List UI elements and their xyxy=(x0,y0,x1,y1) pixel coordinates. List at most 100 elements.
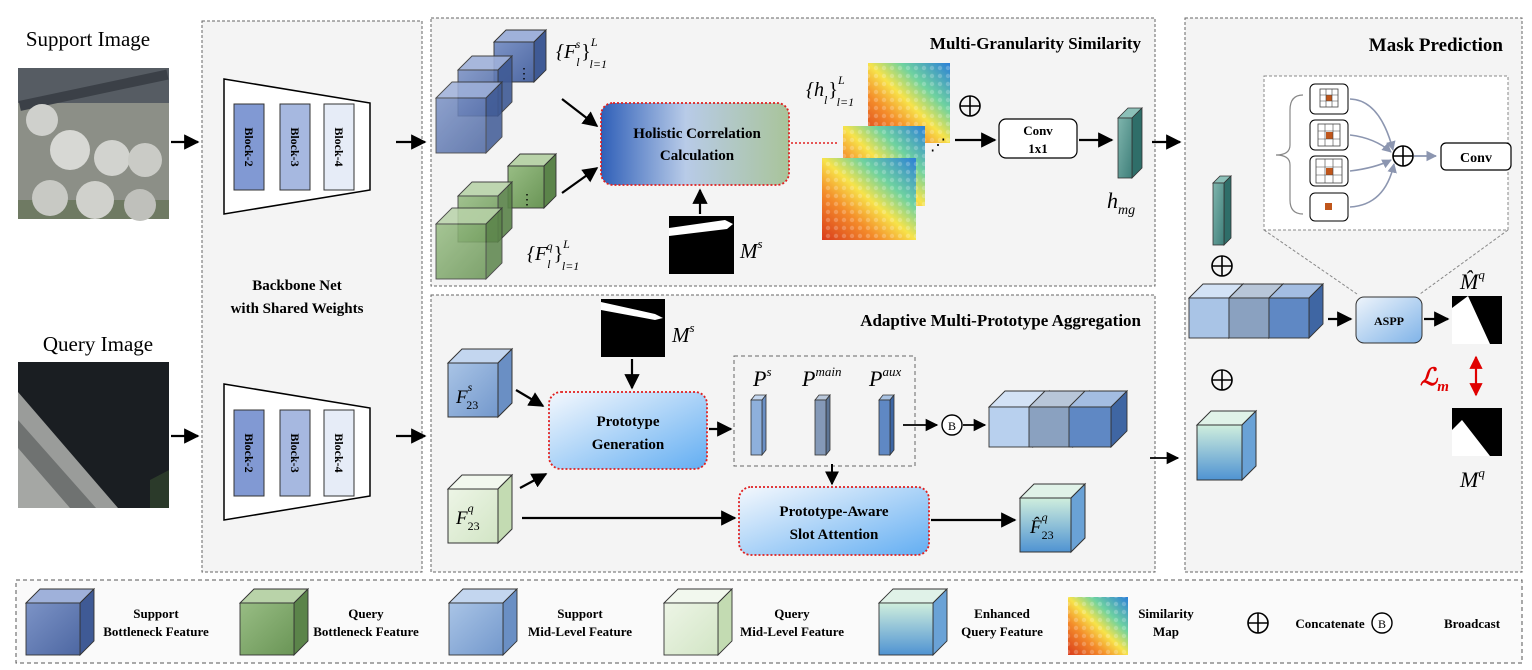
legend-label-line2: Bottleneck Feature xyxy=(103,624,209,639)
loss-label: ℒm xyxy=(1420,365,1449,395)
backbone-title-line2: with Shared Weights xyxy=(231,301,364,317)
ps-label: Ps xyxy=(752,364,772,391)
legend-label-line1: Similarity xyxy=(1138,606,1194,621)
concatenate-icon xyxy=(1392,145,1414,167)
legend-item-concatenate: Concatenate xyxy=(1247,612,1365,634)
legend-label-line1: Support xyxy=(557,606,603,621)
legend-label-line1: Concatenate xyxy=(1295,616,1365,631)
svg-text:⋰: ⋰ xyxy=(930,137,946,154)
mgs-title: Multi-Granularity Similarity xyxy=(930,34,1142,53)
legend-label-line2: Bottleneck Feature xyxy=(313,624,419,639)
enhanced-legend-cube xyxy=(877,587,949,657)
similarity-map xyxy=(822,158,916,240)
pasa-label-line2: Slot Attention xyxy=(790,527,879,543)
legend-label-line2: Map xyxy=(1153,624,1179,639)
broadcast-slab xyxy=(1067,389,1129,449)
mask-prediction-title: Mask Prediction xyxy=(1369,35,1504,56)
concatenate-icon xyxy=(959,95,981,117)
broadcast-prototype-stack xyxy=(987,389,1129,449)
support-bottleneck-legend-cube xyxy=(24,587,96,657)
prototype-generation-box xyxy=(548,391,708,470)
concatenate-icon xyxy=(1247,612,1269,634)
dilated-kernel-1 xyxy=(1309,83,1349,115)
prototype-pmain xyxy=(814,393,831,457)
aspp-box xyxy=(1355,296,1423,344)
dilated-kernel-3 xyxy=(1309,155,1349,187)
svg-text:⋮: ⋮ xyxy=(520,193,534,208)
support-mid-legend-cube xyxy=(447,587,519,657)
pointwise-kernel xyxy=(1309,192,1349,222)
enhanced-query-cube xyxy=(1018,482,1087,554)
prototype-paux xyxy=(878,393,895,457)
legend-item-broadcast: B Broadcast xyxy=(1371,612,1501,634)
support-image xyxy=(18,68,169,221)
conv1x1-label-line1: Conv xyxy=(1023,123,1053,138)
conv-box xyxy=(1440,142,1512,171)
legend-label-line1: Query xyxy=(774,606,810,621)
query-bottleneck-cubes: ⋮ xyxy=(434,152,558,281)
svg-text:B: B xyxy=(1378,617,1386,631)
query-midlevel-cube xyxy=(446,473,514,545)
hcc-label-line2: Calculation xyxy=(660,148,735,164)
backbone-title-line1: Backbone Net xyxy=(252,278,342,294)
legend-label-line1: Support xyxy=(133,606,179,621)
backbone-blocks-bottom: Block-2 Block-3 Block-4 xyxy=(233,409,355,497)
prototypes-group xyxy=(733,355,916,467)
block-2-label: Block-2 xyxy=(242,127,256,166)
support-bottleneck-cube xyxy=(434,80,504,155)
enhanced-query-cube-copy xyxy=(1195,409,1258,482)
conv-label: Conv xyxy=(1460,151,1492,166)
arrow-f23s-to-pg xyxy=(515,389,545,407)
query-bottleneck-cube xyxy=(506,152,558,210)
backbone-blocks-top: Block-2 Block-3 Block-4 xyxy=(233,103,355,191)
legend-label-line1: Broadcast xyxy=(1444,616,1501,631)
mhat-q-label: M̂q xyxy=(1459,267,1485,294)
ampa-title: Adaptive Multi-Prototype Aggregation xyxy=(860,311,1141,330)
legend-label-line2: Mid-Level Feature xyxy=(740,624,844,639)
slot-attention-box xyxy=(738,486,930,556)
pasa-label-line1: Prototype-Aware xyxy=(779,504,888,520)
hmg-feature xyxy=(1117,107,1143,179)
query-image xyxy=(18,362,169,508)
ms-label-top: Ms xyxy=(739,236,763,263)
block-3-label: Block-3 xyxy=(288,127,302,166)
support-image-label: Support Image xyxy=(26,27,150,51)
prototype-ps xyxy=(750,393,767,457)
legend-label-line1: Query xyxy=(348,606,384,621)
broadcast-icon: B xyxy=(941,414,963,436)
ground-truth-mask xyxy=(1452,408,1502,456)
support-midlevel-cube xyxy=(446,347,514,419)
pg-label-line1: Prototype xyxy=(596,414,659,430)
conv1x1-label-line2: 1x1 xyxy=(1028,141,1048,156)
concatenate-icon xyxy=(1211,255,1233,277)
support-bottleneck-cube xyxy=(492,28,548,84)
query-bottleneck-legend-cube xyxy=(238,587,310,657)
svg-text:⋮: ⋮ xyxy=(517,67,531,82)
stack-slab xyxy=(1267,282,1325,340)
hmg-label: hmg xyxy=(1107,188,1135,218)
legend-label-line2: Mid-Level Feature xyxy=(528,624,632,639)
legend-label-line1: Enhanced xyxy=(974,606,1030,621)
block-3-label: Block-3 xyxy=(288,433,302,472)
block-4-label: Block-4 xyxy=(332,433,346,472)
arrow-f23q-to-pg xyxy=(519,473,548,489)
holistic-correlation-box xyxy=(600,102,790,186)
similarity-map-stack: ⋰ xyxy=(822,63,950,240)
predicted-mask xyxy=(1452,296,1502,344)
pg-label-line2: Generation xyxy=(592,437,665,453)
block-4-label: Block-4 xyxy=(332,127,346,166)
query-bottleneck-cube xyxy=(434,206,504,281)
broadcast-icon: B xyxy=(1371,612,1393,634)
legend-label-line2: Query Feature xyxy=(961,624,1043,639)
